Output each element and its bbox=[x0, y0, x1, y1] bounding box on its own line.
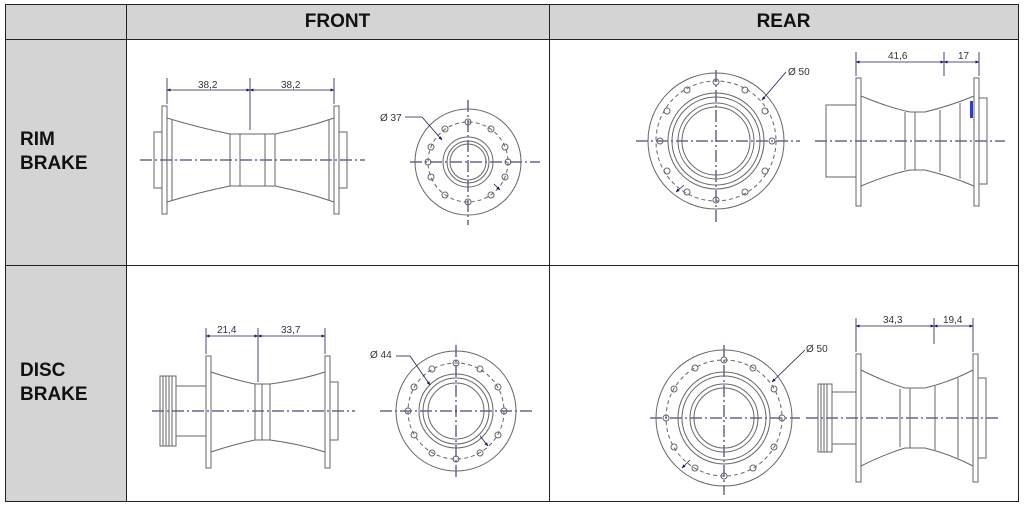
grid-col-divider bbox=[549, 4, 550, 502]
disc-rear-side-view bbox=[806, 353, 1000, 483]
disc-rear-spoke-holes bbox=[662, 356, 786, 480]
row-label-line2: BRAKE bbox=[20, 384, 88, 405]
grid-bottom bbox=[5, 501, 1019, 502]
grid-row-divider bbox=[5, 265, 1019, 266]
disc-front-dim-right: 33,7 bbox=[281, 325, 301, 336]
row-label-line1: RIM bbox=[20, 129, 55, 150]
row-label-rim-brake: RIM BRAKE bbox=[6, 39, 126, 265]
rim-front-end-view bbox=[410, 100, 540, 225]
rim-rear-spoke-holes bbox=[656, 78, 776, 204]
rim-rear-dim-right: 17 bbox=[958, 51, 970, 62]
rim-rear-end-view bbox=[636, 70, 800, 225]
rim-front-spoke-holes bbox=[424, 118, 512, 206]
rim-rear-accent-mark bbox=[970, 101, 973, 118]
rim-rear-side-view bbox=[815, 77, 1005, 207]
grid-left bbox=[5, 4, 6, 502]
grid-header-bottom bbox=[5, 39, 1019, 40]
rim-front-dim-left: 38,2 bbox=[198, 80, 218, 91]
rim-front-side-view bbox=[140, 105, 365, 215]
grid-right bbox=[1018, 4, 1019, 502]
disc-front-end-view bbox=[380, 345, 535, 480]
rim-rear-dim-left: 41,6 bbox=[888, 51, 908, 62]
rim-front-dim-right: 38,2 bbox=[281, 80, 301, 91]
cell-rim-front bbox=[126, 39, 549, 265]
disc-rear-diameter: Ø 50 bbox=[806, 344, 828, 355]
disc-rear-dim-left: 34,3 bbox=[883, 315, 903, 326]
row-label-disc-brake: DISC BRAKE bbox=[6, 265, 126, 501]
rim-front-dimensions bbox=[166, 78, 335, 130]
disc-rear-end-view bbox=[650, 345, 800, 495]
rim-front-diameter: Ø 37 bbox=[380, 113, 402, 124]
grid-label-divider bbox=[126, 4, 127, 502]
corner-cell bbox=[6, 5, 126, 39]
disc-rear-dim-right: 19,4 bbox=[943, 315, 963, 326]
grid-top bbox=[5, 4, 1019, 5]
disc-front-dim-left: 21,4 bbox=[217, 325, 237, 336]
row-label-line1: DISC bbox=[20, 360, 66, 381]
front-header: FRONT bbox=[126, 5, 549, 39]
disc-front-spoke-holes bbox=[404, 359, 508, 463]
rear-header: REAR bbox=[549, 5, 1018, 39]
disc-front-side-view bbox=[152, 355, 355, 469]
rim-rear-diameter: Ø 50 bbox=[788, 67, 810, 78]
cell-disc-rear bbox=[549, 265, 1018, 501]
row-label-line2: BRAKE bbox=[20, 153, 88, 174]
disc-front-diameter: Ø 44 bbox=[370, 350, 392, 361]
